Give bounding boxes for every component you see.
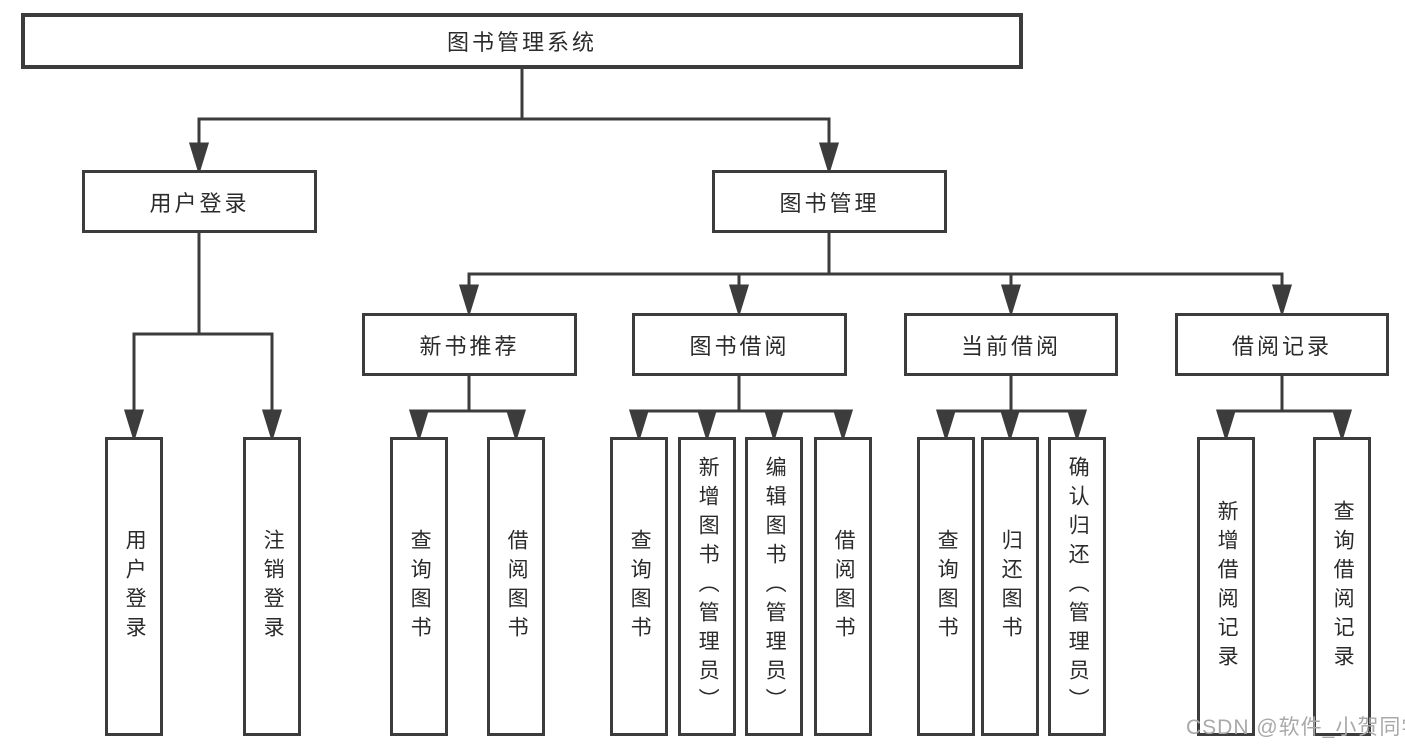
connector-borrowing-records-to-children bbox=[1215, 376, 1353, 443]
arrowhead-icon bbox=[408, 409, 430, 443]
leaf-borrow-query-books-label: 查询图书 bbox=[628, 528, 652, 645]
leaf-logout-login: 注销登录 bbox=[243, 437, 301, 736]
node-new-book-recommendation: 新书推荐 bbox=[362, 313, 577, 376]
leaf-borrow-borrow-books-label: 借阅图书 bbox=[832, 528, 856, 645]
leaf-current-query-books-label: 查询图书 bbox=[935, 528, 959, 645]
leaf-user-login: 用户登录 bbox=[105, 437, 163, 736]
node-borrowing-records: 借阅记录 bbox=[1175, 313, 1389, 376]
leaf-current-query-books: 查询图书 bbox=[917, 437, 975, 736]
arrowhead-icon bbox=[696, 409, 718, 443]
node-book-management: 图书管理 bbox=[712, 170, 947, 233]
leaf-borrow-edit-books-admin: 编辑图书（管理员） bbox=[745, 437, 803, 736]
node-root: 图书管理系统 bbox=[21, 13, 1023, 69]
arrowhead-icon bbox=[188, 142, 210, 176]
leaf-records-add-record: 新增借阅记录 bbox=[1197, 437, 1255, 736]
csdn-watermark: CSDN @软件_小贺同学 bbox=[1186, 716, 1405, 739]
connector-new-book-recommendation-to-children bbox=[408, 376, 527, 443]
leaf-current-return-books-label: 归还图书 bbox=[999, 528, 1023, 645]
arrowhead-icon bbox=[935, 409, 957, 443]
node-current-borrowing: 当前借阅 bbox=[904, 313, 1118, 376]
node-user-login: 用户登录 bbox=[82, 170, 317, 233]
arrowhead-icon bbox=[1000, 284, 1022, 318]
leaf-current-confirm-return-admin: 确认归还（管理员） bbox=[1048, 437, 1106, 736]
arrowhead-icon bbox=[818, 142, 840, 176]
arrowhead-icon bbox=[1066, 409, 1088, 443]
arrowhead-icon bbox=[728, 284, 750, 318]
arrowhead-icon bbox=[505, 409, 527, 443]
leaf-records-add-record-label: 新增借阅记录 bbox=[1215, 499, 1239, 674]
connector-current-borrowing-to-children bbox=[935, 376, 1088, 443]
node-new-book-recommendation-label: 新书推荐 bbox=[419, 333, 520, 359]
leaf-logout-login-label: 注销登录 bbox=[261, 528, 285, 645]
arrowhead-icon bbox=[832, 409, 854, 443]
connector-root-to-level2 bbox=[188, 69, 840, 176]
leaf-recommend-query-books: 查询图书 bbox=[390, 437, 448, 736]
arrowhead-icon bbox=[1215, 409, 1237, 443]
leaf-borrow-add-books-admin-label: 新增图书（管理员） bbox=[696, 456, 720, 717]
leaf-current-confirm-return-admin-label: 确认归还（管理员） bbox=[1066, 456, 1090, 717]
arrowhead-icon bbox=[1331, 409, 1353, 443]
leaf-user-login-label: 用户登录 bbox=[123, 528, 147, 645]
leaf-borrow-query-books: 查询图书 bbox=[610, 437, 668, 736]
node-root-label: 图书管理系统 bbox=[446, 30, 597, 55]
leaf-recommend-borrow-books: 借阅图书 bbox=[487, 437, 545, 736]
leaf-records-query-record: 查询借阅记录 bbox=[1313, 437, 1371, 736]
node-current-borrowing-label: 当前借阅 bbox=[960, 333, 1061, 359]
leaf-borrow-add-books-admin: 新增图书（管理员） bbox=[678, 437, 736, 736]
connector-book-borrowing-to-children bbox=[628, 376, 854, 443]
arrowhead-icon bbox=[628, 409, 650, 443]
leaf-recommend-borrow-books-label: 借阅图书 bbox=[505, 528, 529, 645]
connector-book-management-to-level3 bbox=[458, 233, 1293, 318]
arrowhead-icon bbox=[261, 409, 283, 443]
arrowhead-icon bbox=[458, 284, 480, 318]
leaf-recommend-query-books-label: 查询图书 bbox=[408, 528, 432, 645]
leaf-current-return-books: 归还图书 bbox=[981, 437, 1039, 736]
connector-user-login-to-children bbox=[123, 233, 283, 443]
node-book-borrowing: 图书借阅 bbox=[632, 313, 847, 376]
node-borrowing-records-label: 借阅记录 bbox=[1231, 333, 1332, 359]
node-book-borrowing-label: 图书借阅 bbox=[689, 333, 790, 359]
arrowhead-icon bbox=[999, 409, 1021, 443]
leaf-records-query-record-label: 查询借阅记录 bbox=[1331, 499, 1355, 674]
arrowhead-icon bbox=[763, 409, 785, 443]
node-user-login-label: 用户登录 bbox=[149, 190, 250, 216]
leaf-borrow-edit-books-admin-label: 编辑图书（管理员） bbox=[763, 456, 787, 717]
arrowhead-icon bbox=[1271, 284, 1293, 318]
leaf-borrow-borrow-books: 借阅图书 bbox=[814, 437, 872, 736]
node-book-management-label: 图书管理 bbox=[779, 190, 880, 216]
arrowhead-icon bbox=[123, 409, 145, 443]
